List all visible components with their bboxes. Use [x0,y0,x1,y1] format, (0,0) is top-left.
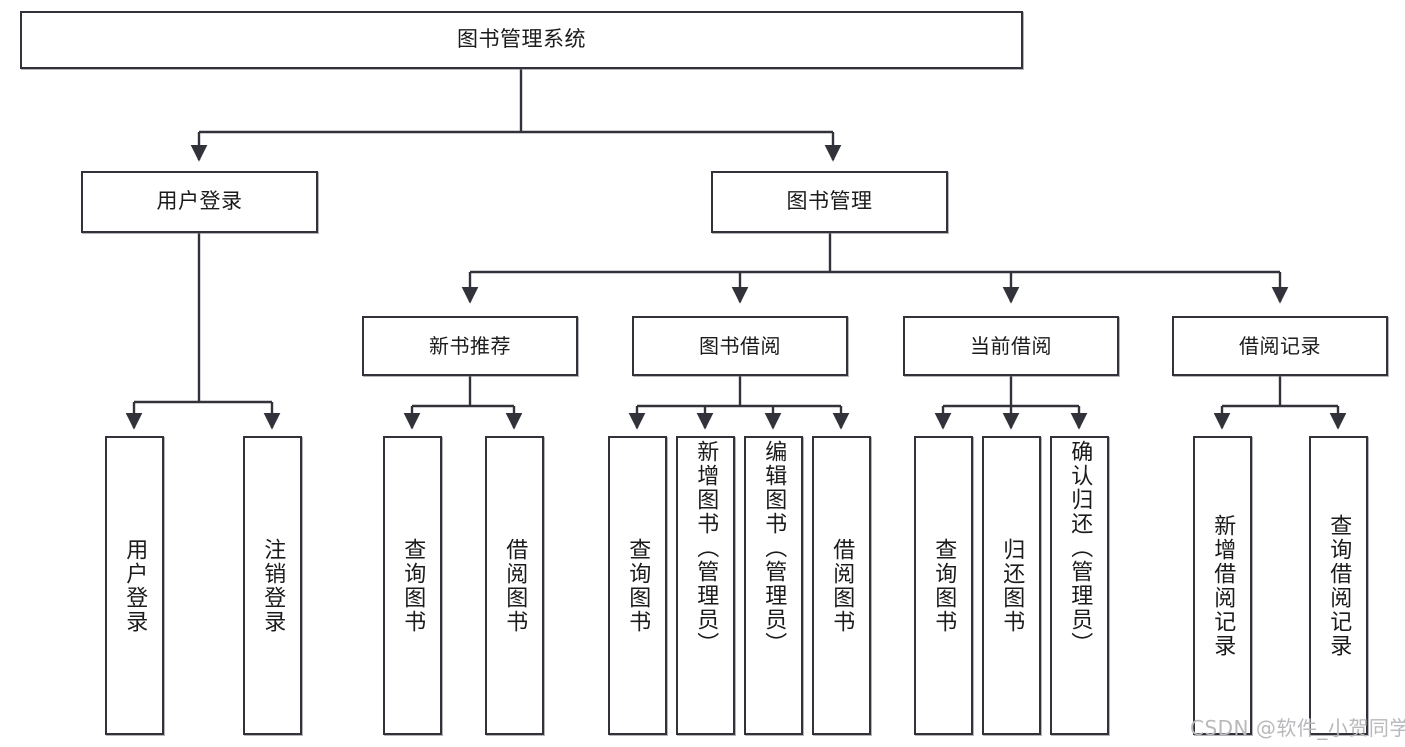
node-book-borrow[interactable]: 图书借阅 [632,316,848,376]
node-current-borrow[interactable]: 当前借阅 [903,316,1119,376]
leaf-book-borrow-edit[interactable]: 编辑图书（管理员） [744,436,803,735]
leaf-current-borrow-confirm[interactable]: 确认归还（管理员） [1050,436,1109,735]
node-borrow-record-label: 借阅记录 [1239,334,1321,358]
node-user-login-label: 用户登录 [156,189,243,214]
node-root-label: 图书管理系统 [457,27,586,52]
node-book-borrow-label: 图书借阅 [699,334,781,358]
leaf-book-borrow-edit-label: 编辑图书（管理员） [761,440,787,656]
leaf-user-login-signin-label: 用户登录 [122,537,148,634]
csdn-watermark: CSDN @软件_小贺同学 [1190,716,1405,740]
node-borrow-record[interactable]: 借阅记录 [1172,316,1388,376]
leaf-current-borrow-query[interactable]: 查询图书 [914,436,973,735]
leaf-current-borrow-return-label: 归还图书 [999,537,1025,634]
node-book-management-label: 图书管理 [786,189,873,214]
leaf-borrow-record-add[interactable]: 新增借阅记录 [1193,436,1252,735]
leaf-new-book-query-label: 查询图书 [400,537,426,634]
node-book-management[interactable]: 图书管理 [711,171,948,233]
leaf-borrow-record-add-label: 新增借阅记录 [1210,513,1236,658]
node-root[interactable]: 图书管理系统 [20,11,1023,69]
leaf-new-book-borrow[interactable]: 借阅图书 [485,436,544,735]
leaf-user-login-signin[interactable]: 用户登录 [105,436,164,735]
leaf-book-borrow-query-label: 查询图书 [625,537,651,634]
leaf-user-login-signout[interactable]: 注销登录 [243,436,302,735]
node-new-book-recommend-label: 新书推荐 [429,334,511,358]
node-current-borrow-label: 当前借阅 [970,334,1052,358]
leaf-user-login-signout-label: 注销登录 [260,537,286,634]
leaf-current-borrow-confirm-label: 确认归还（管理员） [1067,440,1093,656]
node-new-book-recommend[interactable]: 新书推荐 [362,316,578,376]
leaf-book-borrow-query[interactable]: 查询图书 [608,436,667,735]
leaf-book-borrow-borrow[interactable]: 借阅图书 [812,436,871,735]
leaf-current-borrow-query-label: 查询图书 [931,537,957,634]
leaf-book-borrow-add[interactable]: 新增图书（管理员） [676,436,735,735]
leaf-current-borrow-return[interactable]: 归还图书 [982,436,1041,735]
leaf-borrow-record-query-label: 查询借阅记录 [1326,513,1352,658]
leaf-new-book-borrow-label: 借阅图书 [502,537,528,634]
leaf-new-book-query[interactable]: 查询图书 [383,436,442,735]
leaf-book-borrow-borrow-label: 借阅图书 [829,537,855,634]
leaf-borrow-record-query[interactable]: 查询借阅记录 [1309,436,1368,735]
node-user-login[interactable]: 用户登录 [81,171,318,233]
leaf-book-borrow-add-label: 新增图书（管理员） [693,440,719,656]
